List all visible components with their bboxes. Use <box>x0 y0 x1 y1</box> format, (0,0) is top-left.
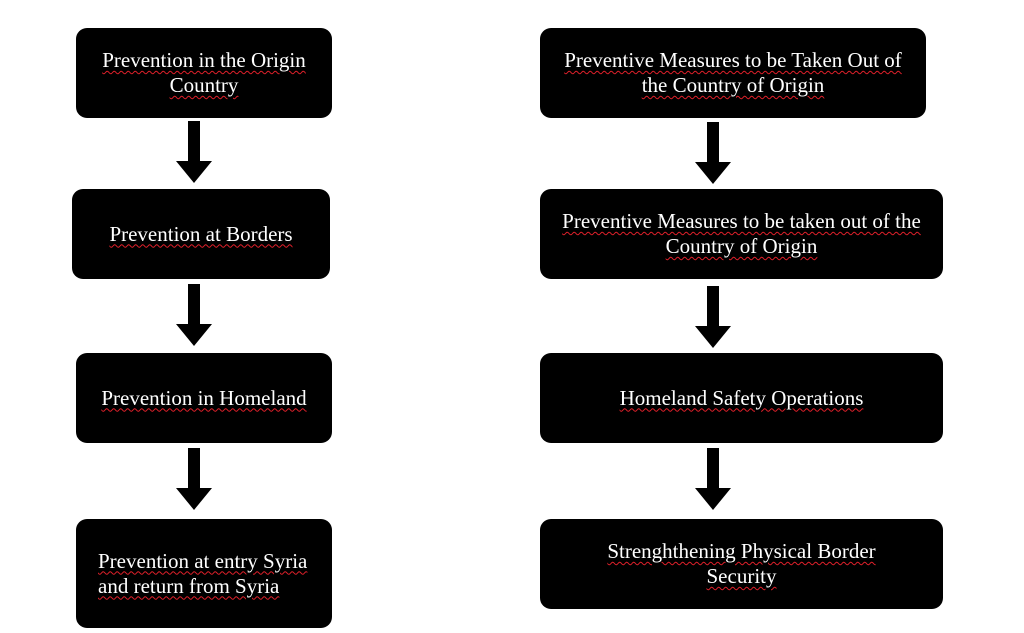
left-arrow-3 <box>176 448 212 512</box>
left-box-3: Prevention in Homeland <box>76 353 332 443</box>
left-box-4-text: Prevention at entry Syria and return fro… <box>98 548 308 598</box>
left-box-4: Prevention at entry Syria and return fro… <box>76 519 332 628</box>
right-box-2: Preventive Measures to be taken out of t… <box>540 189 943 279</box>
right-box-2-text: Preventive Measures to be taken out of t… <box>562 209 921 258</box>
right-box-4-text: Strenghthening Physical Border Security <box>607 539 876 588</box>
right-arrow-2 <box>695 286 731 350</box>
right-box-1-text: Preventive Measures to be Taken Out of t… <box>564 48 902 97</box>
left-box-3-text: Prevention in Homeland <box>101 385 307 410</box>
right-arrow-3 <box>695 448 731 512</box>
right-box-3-text: Homeland Safety Operations <box>619 385 864 410</box>
right-box-1: Preventive Measures to be Taken Out of t… <box>540 28 926 118</box>
right-box-4: Strenghthening Physical Border Security <box>540 519 943 609</box>
left-arrow-2 <box>176 284 212 348</box>
left-box-1: Prevention in the Origin Country <box>76 28 332 118</box>
left-box-1-text: Prevention in the Origin Country <box>102 48 306 97</box>
left-box-2: Prevention at Borders <box>72 189 330 279</box>
left-box-2-text: Prevention at Borders <box>109 221 293 246</box>
left-arrow-1 <box>176 121 212 185</box>
right-arrow-1 <box>695 122 731 186</box>
right-box-3: Homeland Safety Operations <box>540 353 943 443</box>
